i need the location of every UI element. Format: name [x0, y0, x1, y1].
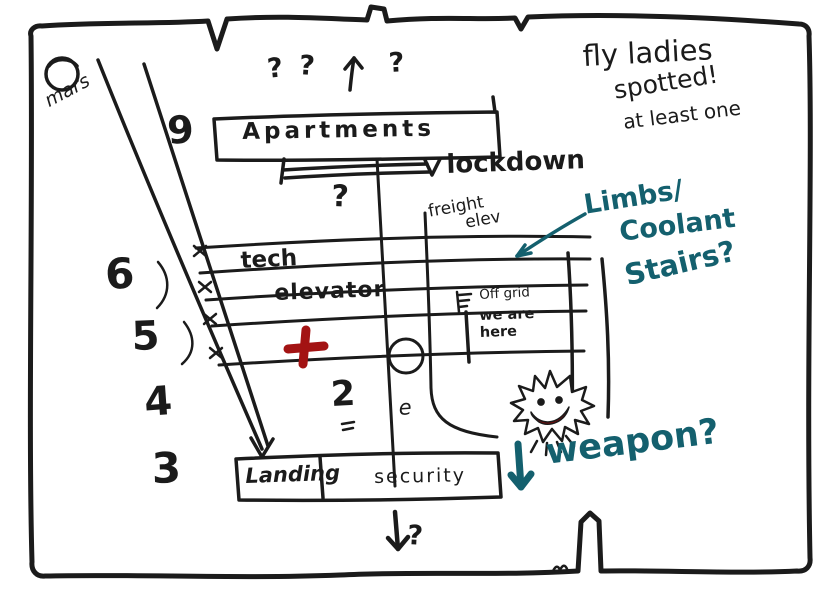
security-label: security — [373, 464, 467, 488]
landing-label: Landing — [244, 460, 341, 488]
we-are-here-label: we are here — [479, 306, 535, 341]
small-dash-marks — [340, 420, 356, 432]
top-question-mark-2: ? — [297, 50, 316, 83]
creature-eye — [537, 398, 545, 406]
up-arrow-icon — [343, 56, 364, 92]
top-question-mark-1: ? — [265, 52, 285, 85]
creature-doodle — [509, 369, 596, 457]
creature-eye — [555, 396, 563, 404]
lockdown-label: lockdown — [445, 145, 586, 180]
exit-question-mark: ? — [406, 520, 424, 552]
red-cross-marker — [283, 325, 329, 369]
corridor-lines — [194, 234, 592, 367]
lockdown-lines — [279, 157, 442, 185]
e-mark-label: e — [397, 395, 413, 420]
top-question-mark-3: ? — [387, 47, 406, 79]
floor-4-label: 4 — [142, 378, 174, 426]
corridor-ticks — [155, 244, 224, 366]
exit-arrow — [385, 509, 411, 552]
floor-9-label: 9 — [165, 107, 196, 153]
creature-legs — [529, 434, 576, 457]
apartments-label: Apartments — [241, 115, 436, 145]
floor-6-label: 6 — [103, 248, 136, 299]
tech-label: tech — [239, 245, 298, 274]
apartments-box — [212, 95, 502, 163]
elevator-label: elevator — [273, 277, 386, 306]
limbs-arrow — [515, 212, 587, 258]
off-grid-label: Off grid — [478, 284, 531, 303]
floor-3-label: 3 — [150, 442, 182, 493]
weapon-arrow — [507, 440, 535, 491]
here-marker — [455, 290, 473, 364]
room-2-label: 2 — [329, 373, 357, 415]
hall-question-mark: ? — [330, 179, 350, 215]
security-box — [234, 451, 503, 503]
paper-border — [27, 4, 813, 580]
floor-5-label: 5 — [130, 313, 161, 360]
creature-mouth — [530, 406, 570, 426]
mars-circle — [44, 56, 80, 92]
